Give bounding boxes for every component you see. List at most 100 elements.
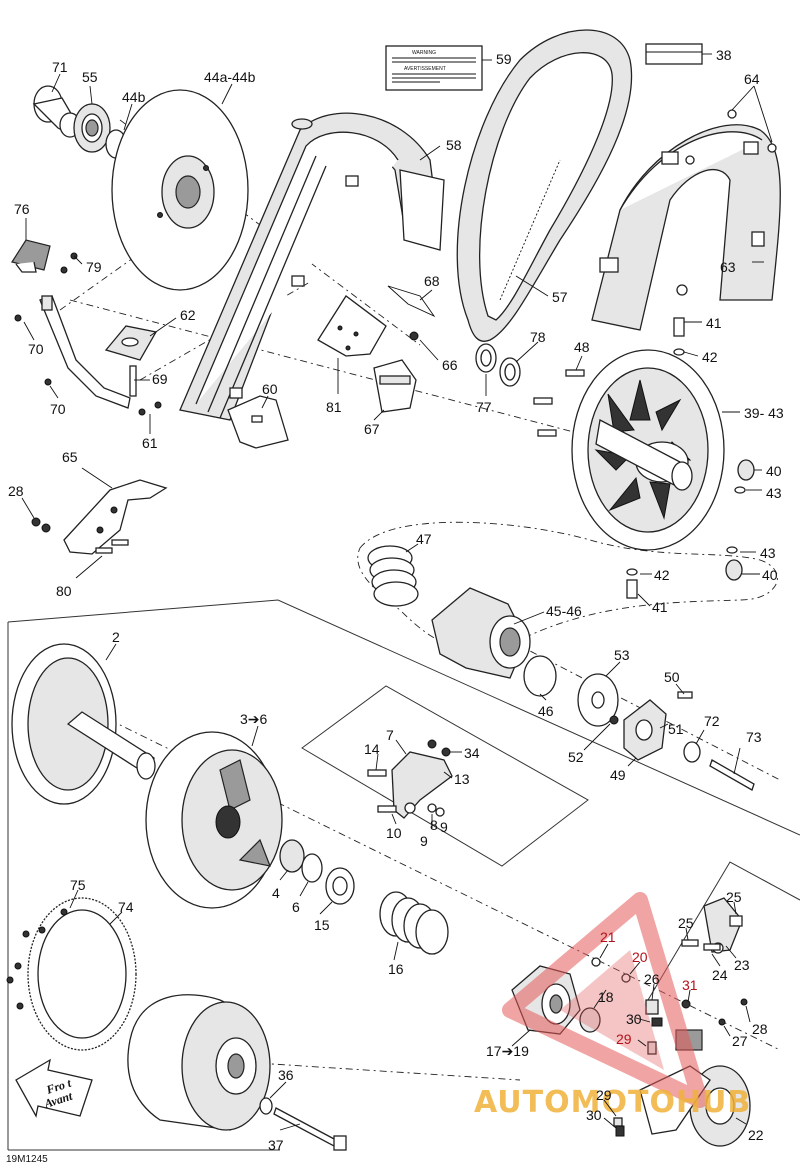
bracket-part-81 bbox=[317, 295, 387, 357]
spring-part-47 bbox=[367, 545, 419, 607]
callout-71: 71 bbox=[52, 59, 68, 75]
washer-part-36 bbox=[259, 1097, 273, 1115]
callout-73: 73 bbox=[746, 729, 762, 745]
callout-46: 46 bbox=[538, 703, 554, 719]
screws-part-75 bbox=[6, 908, 68, 1010]
spring-clip-part-68 bbox=[387, 285, 436, 318]
bushing-part-18 bbox=[579, 1007, 601, 1033]
callout-70-bottom: 70 bbox=[50, 401, 66, 417]
callout-69: 69 bbox=[152, 371, 168, 387]
washer-part-15 bbox=[325, 867, 355, 905]
callout-26: 26 bbox=[644, 971, 660, 987]
bushing-part-71 bbox=[32, 85, 81, 138]
screw-part-50 bbox=[677, 691, 693, 699]
callout-42-bottom: 42 bbox=[654, 567, 670, 583]
callout-30-bottom: 30 bbox=[586, 1107, 602, 1123]
part-30-bottom bbox=[615, 1125, 625, 1137]
callout-18: 18 bbox=[598, 989, 614, 1005]
cam-part-45 bbox=[431, 587, 531, 679]
pins-part-24-25 bbox=[681, 915, 743, 951]
callout-28-left: 28 bbox=[8, 483, 24, 499]
callout-76: 76 bbox=[14, 201, 30, 217]
callout-79: 79 bbox=[86, 259, 102, 275]
callout-72: 72 bbox=[704, 713, 720, 729]
washer-part-72 bbox=[683, 741, 701, 763]
callout-61: 61 bbox=[142, 435, 158, 451]
callout-25-a: 25 bbox=[726, 889, 742, 905]
callout-78: 78 bbox=[530, 329, 546, 345]
driven-pulley-part-39 bbox=[571, 349, 725, 551]
callout-43-top: 43 bbox=[766, 485, 782, 501]
bolt-part-73 bbox=[709, 759, 755, 791]
callout-30-top: 30 bbox=[626, 1011, 642, 1027]
callout-50: 50 bbox=[664, 669, 680, 685]
callout-6: 6 bbox=[292, 899, 300, 915]
screws-part-70 bbox=[14, 314, 52, 386]
callout-14: 14 bbox=[364, 741, 380, 757]
callout-44b: 44b bbox=[122, 89, 146, 105]
bushing-part-4 bbox=[279, 839, 305, 873]
callout-64: 64 bbox=[744, 71, 760, 87]
callout-40-top: 40 bbox=[766, 463, 782, 479]
callout-63: 63 bbox=[720, 259, 736, 275]
washer-part-77 bbox=[475, 343, 497, 373]
callout-75: 75 bbox=[70, 877, 86, 893]
sheave-part-2 bbox=[11, 643, 156, 805]
callout-77: 77 bbox=[476, 399, 492, 415]
callout-29-bottom: 29 bbox=[596, 1087, 612, 1103]
callout-23: 23 bbox=[734, 957, 750, 973]
callout-55: 55 bbox=[82, 69, 98, 85]
bracket-part-65 bbox=[63, 479, 168, 555]
drive-pulley-assembly bbox=[127, 994, 271, 1131]
callout-21: 21 bbox=[600, 929, 616, 945]
callout-81: 81 bbox=[326, 399, 342, 415]
callout-51: 51 bbox=[668, 721, 684, 737]
callout-4: 4 bbox=[272, 885, 280, 901]
bearing-part-55 bbox=[73, 103, 111, 153]
clip-part-76 bbox=[11, 239, 51, 273]
callout-38: 38 bbox=[716, 47, 732, 63]
screws-part-28-left bbox=[31, 517, 51, 533]
pins-part-48 bbox=[533, 369, 585, 437]
callout-59: 59 bbox=[496, 51, 512, 67]
washer-part-53 bbox=[577, 673, 619, 727]
callout-52: 52 bbox=[568, 749, 584, 765]
callout-8: 8 bbox=[430, 817, 438, 833]
decal-part-38 bbox=[645, 43, 703, 65]
guard-cover-part-63 bbox=[591, 124, 781, 331]
callout-68: 68 bbox=[424, 273, 440, 289]
callout-67: 67 bbox=[364, 421, 380, 437]
nuts-part-61 bbox=[138, 401, 162, 416]
washer-part-78 bbox=[499, 357, 521, 387]
nuts-part-34 bbox=[427, 739, 451, 757]
screw-part-41-top bbox=[673, 317, 685, 356]
callout-40-bottom: 40 bbox=[762, 567, 778, 583]
callout-49: 49 bbox=[610, 767, 626, 783]
belt-guard-part-58 bbox=[179, 112, 445, 421]
callout-36: 36 bbox=[278, 1067, 294, 1083]
callout-34: 34 bbox=[464, 745, 480, 761]
ring-part-6 bbox=[301, 853, 323, 883]
callout-37: 37 bbox=[268, 1137, 284, 1153]
roller-part-40-bottom bbox=[725, 546, 743, 581]
callout-10: 10 bbox=[386, 825, 402, 841]
part-30-top bbox=[651, 1017, 663, 1027]
callout-65: 65 bbox=[62, 449, 78, 465]
nut-part-52 bbox=[609, 715, 619, 725]
callout-57: 57 bbox=[552, 289, 568, 305]
callout-70-top: 70 bbox=[28, 341, 44, 357]
ring-gear-part-74 bbox=[27, 897, 137, 1051]
callout-7: 7 bbox=[386, 727, 394, 743]
warning-heading-en: WARNING bbox=[412, 50, 436, 56]
front-direction-arrow: Fro t Avant bbox=[15, 1058, 93, 1118]
part-29-top bbox=[647, 1041, 657, 1055]
watermark-brand: AUTOMOTOHUB bbox=[474, 1085, 751, 1120]
lever-arm-part-7 bbox=[391, 751, 453, 819]
callout-16: 16 bbox=[388, 961, 404, 977]
pins-part-14 bbox=[367, 769, 387, 777]
screw-part-66 bbox=[409, 331, 419, 341]
callout-80: 80 bbox=[56, 583, 72, 599]
callout-20: 20 bbox=[632, 949, 648, 965]
washers-part-8-9 bbox=[427, 803, 445, 817]
